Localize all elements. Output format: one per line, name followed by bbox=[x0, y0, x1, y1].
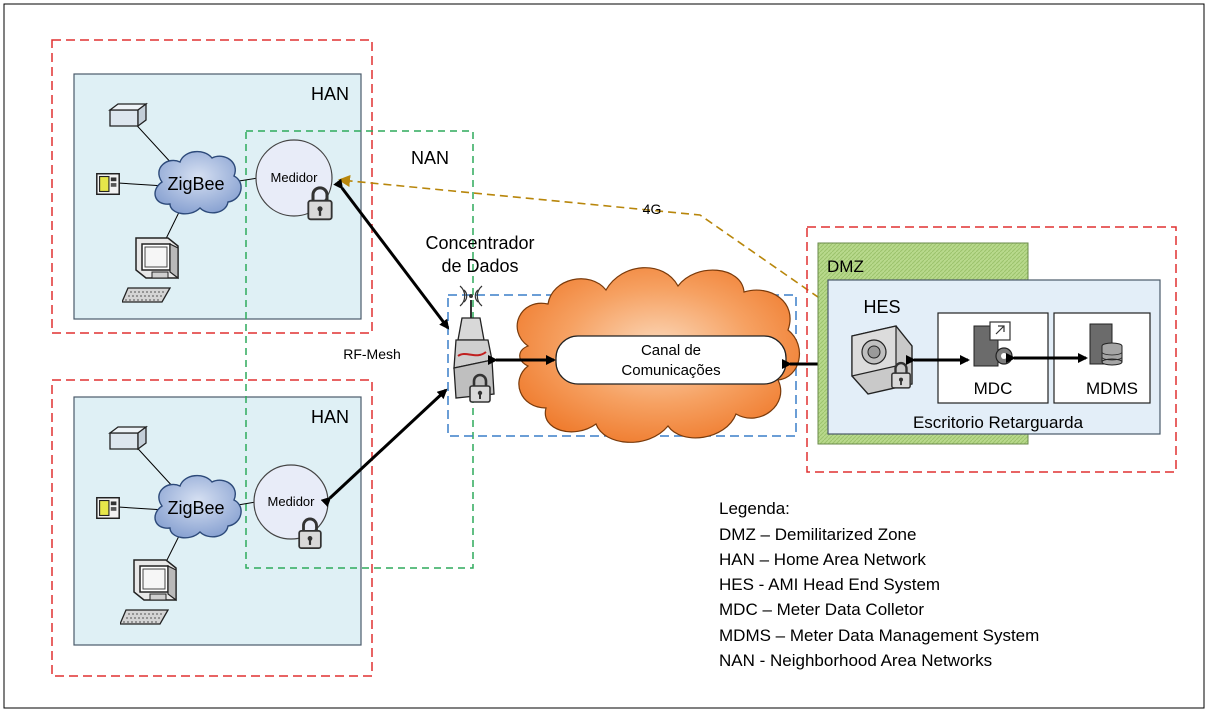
legend-item: DMZ – Demilitarized Zone bbox=[719, 525, 916, 544]
concentrador-label-line2: de Dados bbox=[441, 256, 518, 276]
legend-item: MDC – Meter Data Colletor bbox=[719, 600, 924, 619]
canal-label-line2: Comunicações bbox=[621, 362, 720, 379]
concentrador-label-line1: Concentrador bbox=[425, 233, 534, 253]
database-server-icon bbox=[1089, 323, 1123, 366]
escritorio-label: Escritorio Retarguarda bbox=[913, 413, 1084, 432]
han-label-bottom: HAN bbox=[311, 407, 349, 427]
legend-item: NAN - Neighborhood Area Networks bbox=[719, 651, 992, 670]
legend: Legenda: DMZ – Demilitarized Zone HAN – … bbox=[719, 499, 1039, 670]
han-label-top: HAN bbox=[311, 84, 349, 104]
medidor-label-bottom: Medidor bbox=[268, 494, 316, 509]
meter-bottom: Medidor bbox=[253, 464, 329, 550]
legend-title: Legenda: bbox=[719, 499, 790, 518]
nan-label: NAN bbox=[411, 148, 449, 168]
rf-link-top bbox=[333, 178, 450, 330]
hes-device bbox=[851, 325, 913, 395]
zigbee-cloud-bottom: ZigBee bbox=[154, 475, 242, 539]
computer-icon bbox=[109, 103, 147, 127]
link-4g-label: 4G bbox=[643, 201, 662, 217]
rf-link-bottom bbox=[320, 388, 448, 508]
meter-device-icon bbox=[96, 172, 120, 196]
meter-top: Medidor bbox=[255, 139, 334, 221]
zigbee-label-bottom: ZigBee bbox=[167, 498, 224, 518]
canal-label-line1: Canal de bbox=[641, 342, 701, 359]
meter-device-icon bbox=[96, 496, 120, 520]
link-4g: 4G bbox=[338, 174, 863, 331]
mdc-label: MDC bbox=[974, 379, 1013, 398]
zigbee-label-top: ZigBee bbox=[167, 174, 224, 194]
legend-item: HES - AMI Head End System bbox=[719, 575, 940, 594]
computer-icon bbox=[109, 426, 147, 450]
legend-item: HAN – Home Area Network bbox=[719, 550, 926, 569]
han-top-devices: ZigBee Medidor bbox=[96, 103, 334, 303]
zigbee-cloud-top: ZigBee bbox=[154, 151, 242, 215]
rf-mesh-label: RF-Mesh bbox=[343, 346, 401, 362]
medidor-label-top: Medidor bbox=[271, 170, 319, 185]
hes-label: HES bbox=[863, 297, 900, 317]
backoffice-zone: DMZ HES MDC bbox=[806, 226, 1177, 473]
communication-cloud: Canal de Comunicações bbox=[516, 267, 800, 443]
data-concentrator bbox=[453, 285, 495, 404]
han-bottom-devices: ZigBee Medidor bbox=[96, 426, 329, 625]
legend-item: MDMS – Meter Data Management System bbox=[719, 626, 1039, 645]
dmz-label: DMZ bbox=[827, 257, 864, 276]
server-icon bbox=[973, 321, 1013, 367]
mdms-label: MDMS bbox=[1086, 379, 1138, 398]
